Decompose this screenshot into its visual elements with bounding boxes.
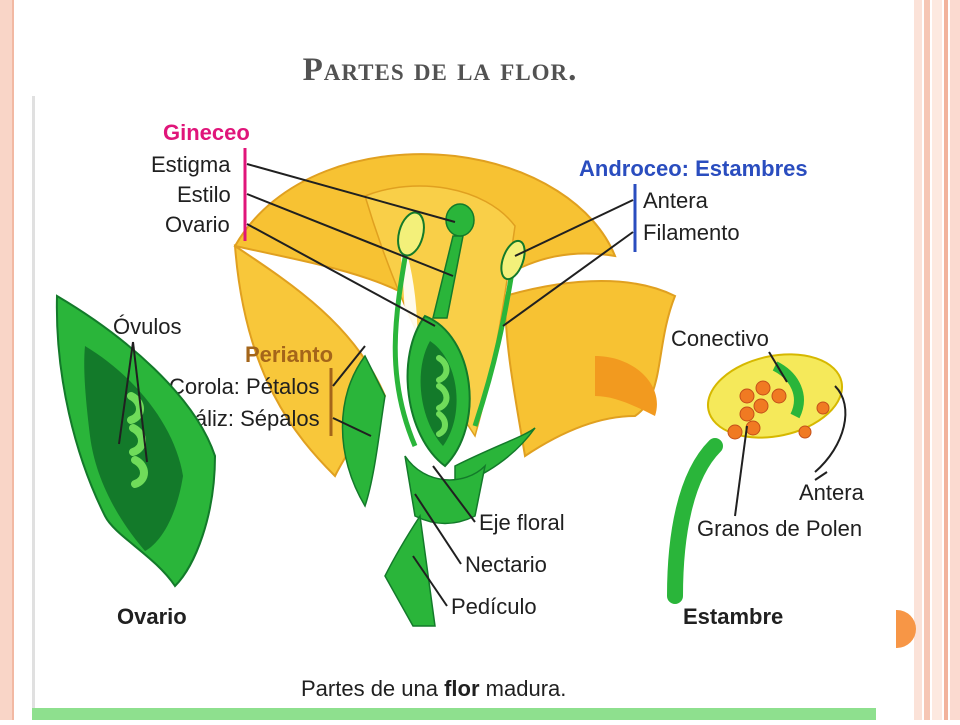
leader-pediculo — [412, 555, 448, 607]
leader-corola — [332, 345, 366, 387]
ovario-detail-title: Ovario — [117, 604, 187, 629]
flower-diagram: Gineceo Estigma Estilo Ovario Androceo: … — [32, 96, 879, 720]
label-corola: Corola: Pétalos — [169, 374, 319, 399]
slide-title: Partes de la flor. — [302, 52, 578, 88]
label-granos-polen: Granos de Polen — [697, 516, 862, 541]
leader-estilo — [246, 193, 454, 277]
estambre-filament — [667, 438, 723, 604]
label-eje-floral: Eje floral — [479, 510, 565, 535]
leader-ovario — [246, 223, 436, 327]
leader-estigma — [246, 163, 456, 223]
leader-filamento — [502, 231, 634, 327]
sepal-left — [341, 354, 386, 508]
label-antera-detail: Antera — [799, 480, 865, 505]
orange-accent-shape — [896, 610, 916, 648]
label-filamento: Filamento — [643, 220, 740, 245]
label-pediculo: Pedículo — [451, 594, 537, 619]
label-conectivo: Conectivo — [671, 326, 769, 351]
estambre-bracket — [814, 385, 847, 473]
gineceo-heading: Gineceo — [163, 120, 250, 145]
petal-right-tip — [595, 356, 657, 416]
label-ovulos: Óvulos — [113, 314, 181, 339]
label-ovario: Ovario — [165, 212, 230, 237]
pedicel — [384, 513, 436, 627]
label-antera: Antera — [643, 188, 709, 213]
label-estigma: Estigma — [151, 152, 231, 177]
ovary-ovules — [436, 355, 450, 437]
anther-left — [397, 211, 425, 257]
anther-right — [500, 239, 526, 281]
label-estilo: Estilo — [177, 182, 231, 207]
receptacle — [404, 455, 487, 525]
label-nectario: Nectario — [465, 552, 547, 577]
figure-bottom-bar — [32, 708, 876, 720]
leader-caliz — [332, 417, 372, 437]
petal-right — [503, 280, 677, 458]
leader-eje-floral — [432, 465, 476, 523]
estambre-detail-title: Estambre — [683, 604, 783, 629]
filament-right — [472, 265, 516, 427]
flower-illustration: Gineceo Estigma Estilo Ovario Androceo: … — [55, 120, 865, 701]
leader-nectario — [414, 493, 462, 565]
diagram-caption: Partes de una flor madura. — [301, 676, 566, 701]
right-decorative-stripes — [914, 0, 960, 720]
perianto-heading: Perianto — [245, 342, 333, 367]
filament-left — [392, 245, 418, 447]
leader-antera — [514, 199, 634, 257]
androceo-heading: Androceo: Estambres — [579, 156, 808, 181]
pollen-grains — [727, 380, 830, 440]
left-border — [0, 0, 14, 720]
